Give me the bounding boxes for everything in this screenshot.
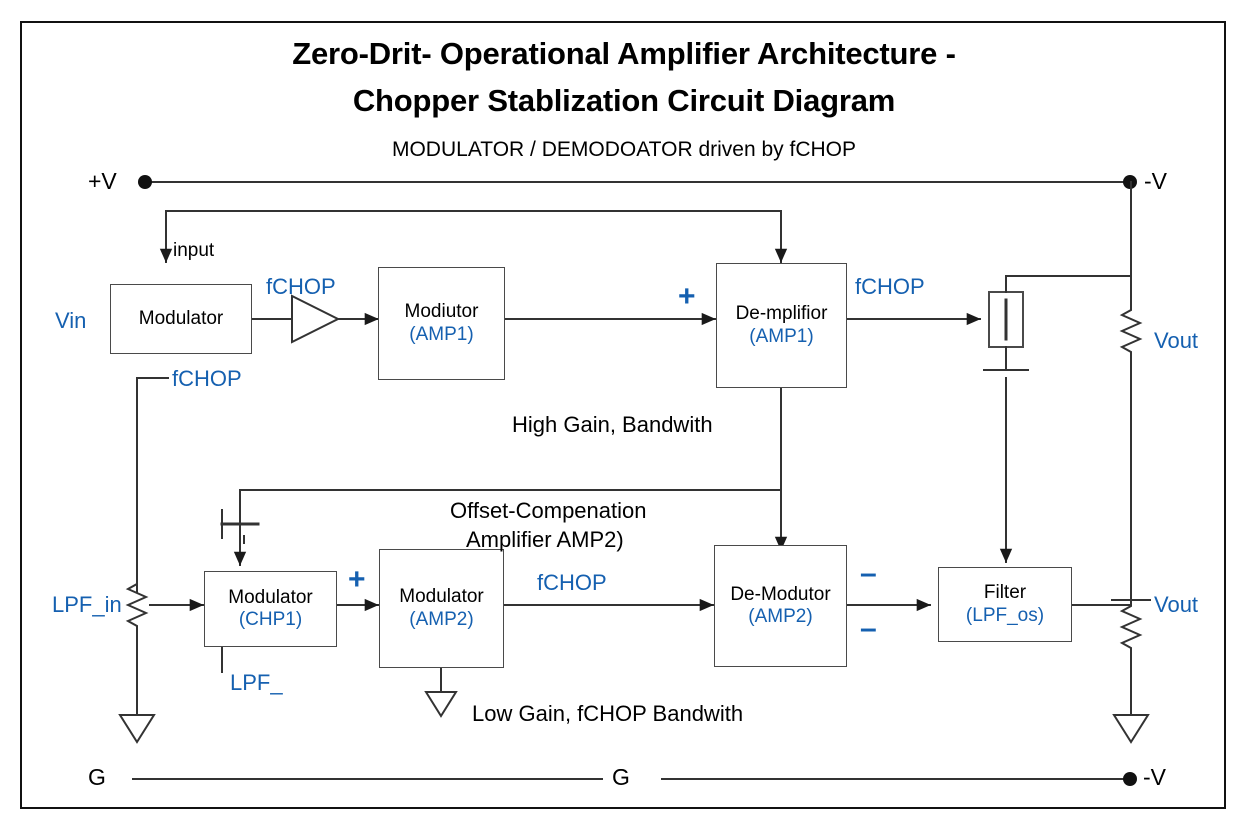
block-label: De-mplifior [735, 303, 828, 325]
terminal-label-g-left: G [88, 764, 106, 790]
label-vout-top: Vout [1154, 328, 1199, 353]
block-modulator-chp1[interactable]: Modulator (CHP1) [204, 571, 337, 647]
block-modulator-amp2[interactable]: Modulator (AMP2) [379, 549, 504, 668]
block-demplifior-amp1[interactable]: De-mplifior (AMP1) [716, 263, 847, 388]
block-label: Modiutor [404, 301, 479, 323]
block-label: Filter [983, 582, 1027, 604]
label-input: input [173, 240, 215, 261]
label-high-gain: High Gain, Bandwith [512, 412, 713, 437]
block-filter-lpf[interactable]: Filter (LPF_os) [938, 567, 1072, 642]
g-mid-rail-mask [603, 770, 661, 788]
page-title-line-2: Chopper Stablization Circuit Diagram [352, 83, 896, 118]
diagram-frame [20, 21, 1226, 809]
block-sublabel: (AMP1) [409, 323, 474, 345]
sign-minus-bottom: – [860, 612, 877, 645]
resistor-vout-bottom-icon [1119, 599, 1143, 716]
label-fchop-modulator-out: fCHOP [266, 274, 336, 299]
label-lpf-under: LPF_ [230, 670, 283, 695]
ground-left-icon [118, 714, 156, 744]
block-label: Modulator [228, 586, 313, 608]
sign-minus-top: – [860, 557, 877, 590]
sign-plus-amp2: + [348, 563, 366, 596]
label-lpf-in: LPF_in [52, 592, 122, 617]
block-sublabel: (LPF_os) [965, 604, 1045, 626]
ground-right-icon [1112, 714, 1150, 744]
block-label: Modulator [138, 307, 224, 329]
page-subtitle: MODULATOR / DEMODOATOR driven by fCHOP [391, 138, 857, 161]
label-vin: Vin [55, 308, 87, 333]
label-fchop-demplifior-out: fCHOP [855, 274, 925, 299]
block-sublabel: (AMP1) [749, 325, 814, 347]
label-offset-line2: Amplifier AMP2) [466, 527, 624, 552]
plus-v-terminal-dot [138, 175, 152, 189]
block-demodutor-amp2[interactable]: De-Modutor (AMP2) [714, 545, 847, 667]
label-fchop-amp2-out: fCHOP [537, 570, 607, 595]
triangle-amp-icon [291, 294, 341, 344]
block-label: Modulator [399, 586, 484, 608]
label-vout-bottom: Vout [1154, 592, 1199, 617]
block-sublabel: (AMP2) [409, 608, 474, 630]
resistor-vout-top-icon [1119, 299, 1143, 373]
label-low-gain: Low Gain, fCHOP Bandwith [472, 701, 744, 726]
terminal-label-plus-v: +V [88, 168, 117, 194]
block-label: De-Modutor [730, 583, 831, 605]
ground-amp2-icon [424, 691, 458, 718]
terminal-label-minus-v-top: -V [1144, 168, 1167, 194]
page-title-line-1: Zero-Drit- Operational Amplifier Archite… [292, 36, 956, 71]
label-offset-line1: Offset-Compenation [450, 498, 647, 523]
terminal-label-minus-v-bottom: -V [1143, 764, 1166, 790]
resistor-lpf-in-icon [125, 582, 149, 641]
terminal-label-g-mid-text: G [612, 764, 630, 790]
block-modiutor-amp1[interactable]: Modiutor (AMP1) [378, 267, 505, 380]
block-sublabel: (AMP2) [748, 606, 813, 627]
block-modulator-input[interactable]: Modulator [110, 284, 252, 354]
label-fchop-left-branch: fCHOP [172, 366, 242, 391]
block-sublabel: (CHP1) [238, 609, 303, 630]
sign-plus-demplifior: + [678, 280, 696, 313]
bottom-minus-v-terminal-dot [1123, 772, 1137, 786]
